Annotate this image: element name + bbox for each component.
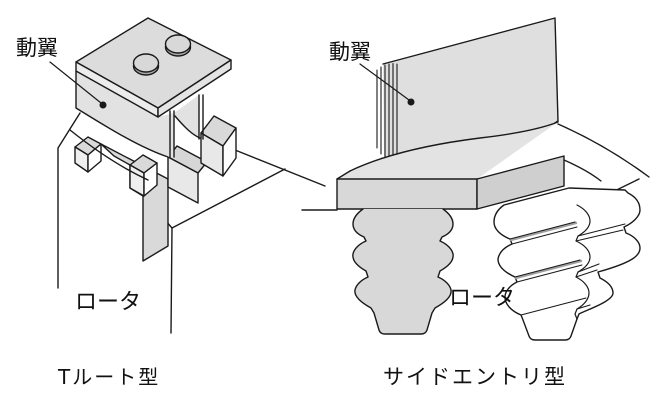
caption-t-root: Tルート型 [58,365,161,389]
leader-line-left [49,61,102,104]
blade-label-left: 動翼 [16,36,58,60]
side-entry-diagram [301,17,650,341]
leader-dot-right [407,98,415,106]
rotor-label-left: ロータ [75,290,142,315]
caption-side-entry: サイドエントリ型 [383,365,567,389]
leader-dot-left [99,101,107,109]
blade-label-right: 動翼 [329,40,371,64]
leader-line-right [359,63,410,101]
rotor-label-right: ロータ [449,286,516,311]
t-root-diagram [49,17,326,334]
